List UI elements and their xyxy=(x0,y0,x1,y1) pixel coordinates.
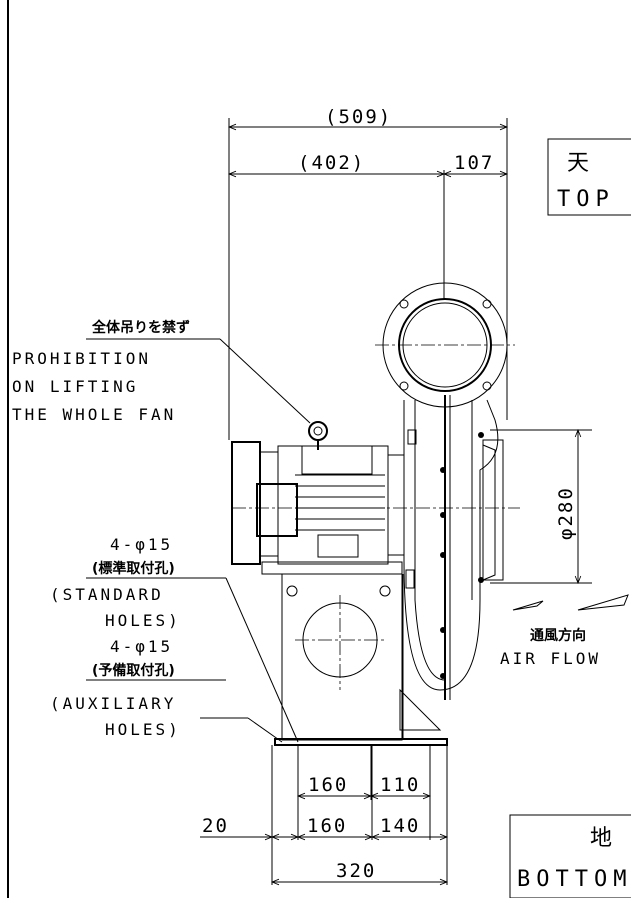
aux-holes-jp: (予備取付孔) xyxy=(92,662,175,679)
airflow-jp: 通風方向 xyxy=(530,627,586,644)
bottom-label-jp: 地 xyxy=(590,826,618,851)
fan-housing xyxy=(375,282,515,700)
dim-overall-width: (509) xyxy=(325,106,392,128)
airflow-indicator: 通風方向 AIR FLOW xyxy=(500,594,629,668)
aux-holes-en-2: HOLES) xyxy=(105,720,181,739)
airflow-en: AIR FLOW xyxy=(500,649,601,668)
lifting-note-en-3: THE WHOLE FAN xyxy=(12,405,176,424)
std-holes-en-2: HOLES) xyxy=(105,611,181,630)
aux-holes-label: 4-φ15 xyxy=(110,637,173,656)
motor-fins xyxy=(295,474,385,531)
bottom-label-en: BOTTOM xyxy=(517,867,631,892)
holes-note: 4-φ15 (標準取付孔) (STANDARD HOLES) 4-φ15 (予備… xyxy=(50,535,299,743)
scroll-casing xyxy=(403,399,499,691)
std-holes-label: 4-φ15 xyxy=(110,535,173,554)
top-label-jp: 天 xyxy=(567,151,595,176)
dim-base-b: 110 xyxy=(380,774,420,796)
lifting-note-en-1: PROHIBITION xyxy=(12,349,151,368)
terminal-box xyxy=(256,483,298,537)
housing-bolts xyxy=(440,432,484,679)
eye-bolt xyxy=(308,421,328,441)
lifting-note: 全体吊りを禁ず PROHIBITION ON LIFTING THE WHOLE… xyxy=(12,319,311,424)
dim-offset: 107 xyxy=(454,152,494,174)
dim-base-d: 140 xyxy=(380,815,420,837)
top-orientation-box: 天 TOP xyxy=(547,138,631,216)
aux-holes-en-1: (AUXILIARY xyxy=(50,694,176,713)
dim-outlet-dia: φ280 xyxy=(555,486,577,540)
std-holes-jp: (標準取付孔) xyxy=(92,560,175,577)
stand xyxy=(261,561,448,746)
dim-edge: 20 xyxy=(202,815,229,837)
stand-frame xyxy=(281,573,403,741)
dim-motor-width: (402) xyxy=(298,152,365,174)
dim-base-total: 320 xyxy=(336,860,376,882)
lifting-note-jp: 全体吊りを禁ず xyxy=(91,319,190,336)
top-dimensions: (509) (402) 107 xyxy=(229,106,507,440)
dim-base-a: 160 xyxy=(308,774,348,796)
bottom-dimensions: 160 110 20 160 140 320 xyxy=(200,745,447,885)
base-plate xyxy=(274,738,448,746)
bottom-orientation-box: 地 BOTTOM xyxy=(509,814,631,898)
std-holes-en-1: (STANDARD xyxy=(50,585,164,604)
top-label-en: TOP xyxy=(557,187,615,212)
motor xyxy=(231,421,520,565)
flange-bolts xyxy=(399,299,492,391)
lifting-note-en-2: ON LIFTING xyxy=(12,377,138,396)
outlet-dimension: φ280 xyxy=(490,430,592,583)
dim-base-c: 160 xyxy=(307,815,347,837)
motor-end-cap xyxy=(231,441,261,565)
